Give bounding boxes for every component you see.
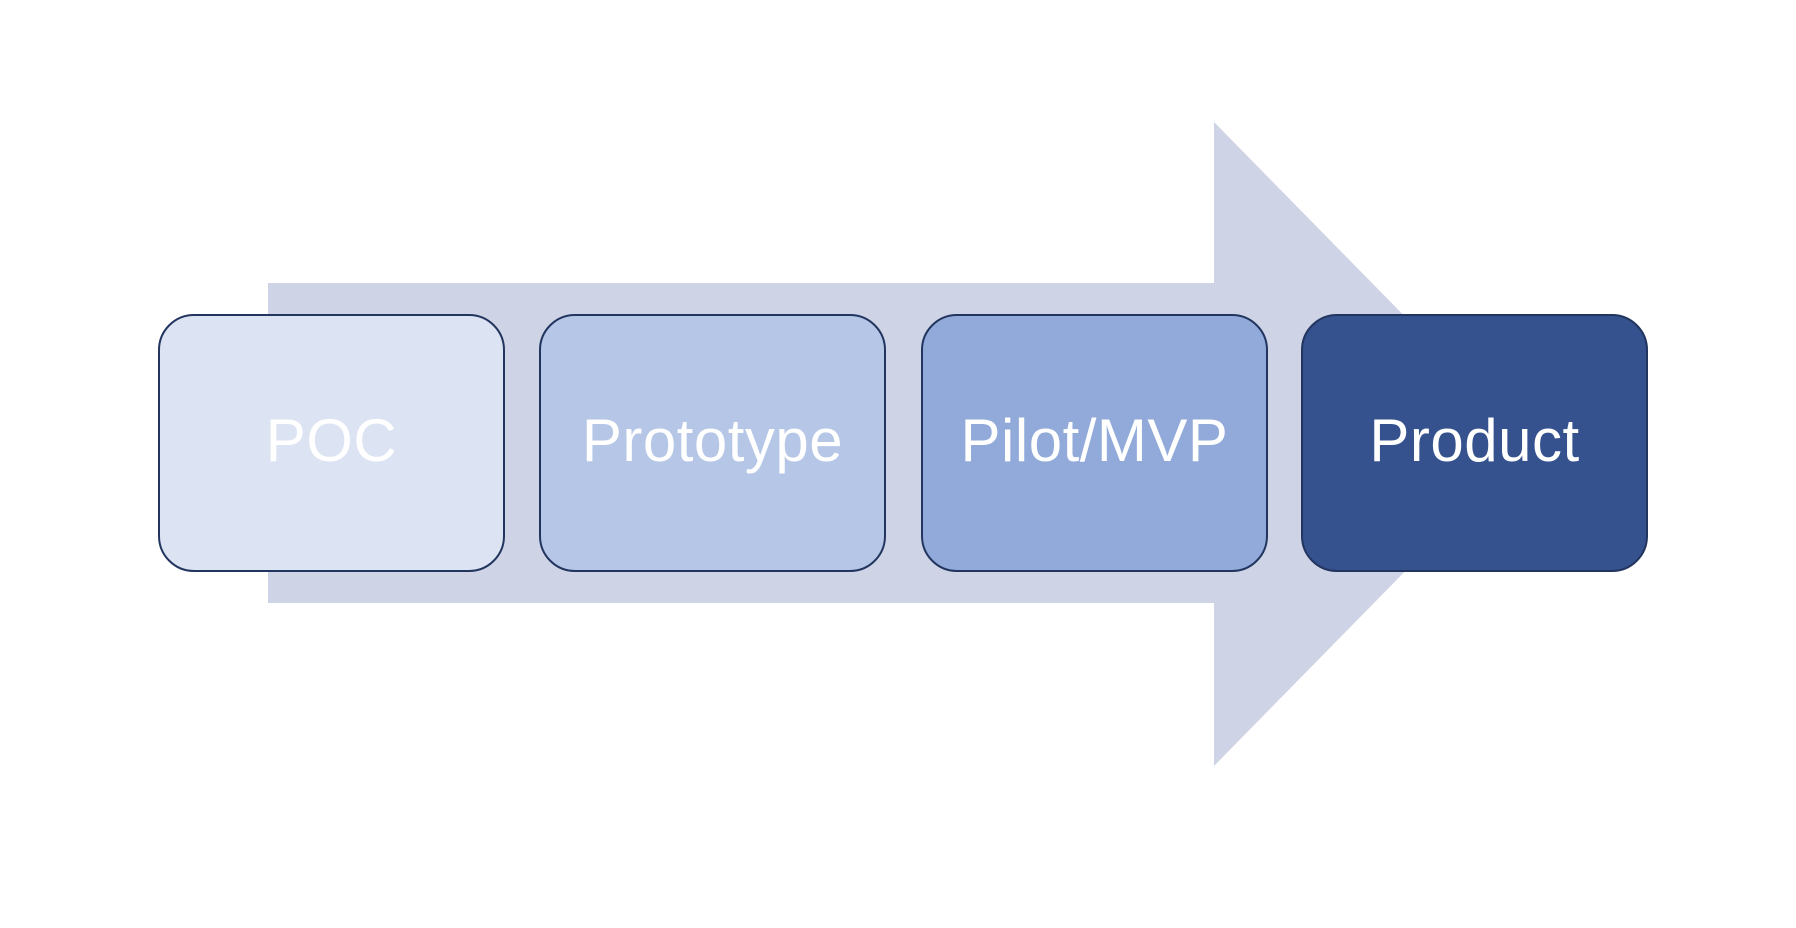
stage-box-product: Product: [1301, 314, 1648, 572]
stage-label-pilot-mvp: Pilot/MVP: [960, 407, 1229, 474]
stage-box-poc: POC: [158, 314, 505, 572]
stage-label-product: Product: [1369, 407, 1580, 474]
stage-box-prototype: Prototype: [539, 314, 886, 572]
stage-label-prototype: Prototype: [581, 407, 844, 474]
stage-box-pilot-mvp: Pilot/MVP: [921, 314, 1268, 572]
stage-label-poc: POC: [265, 407, 398, 474]
right-arrow-shape: [268, 122, 1530, 766]
